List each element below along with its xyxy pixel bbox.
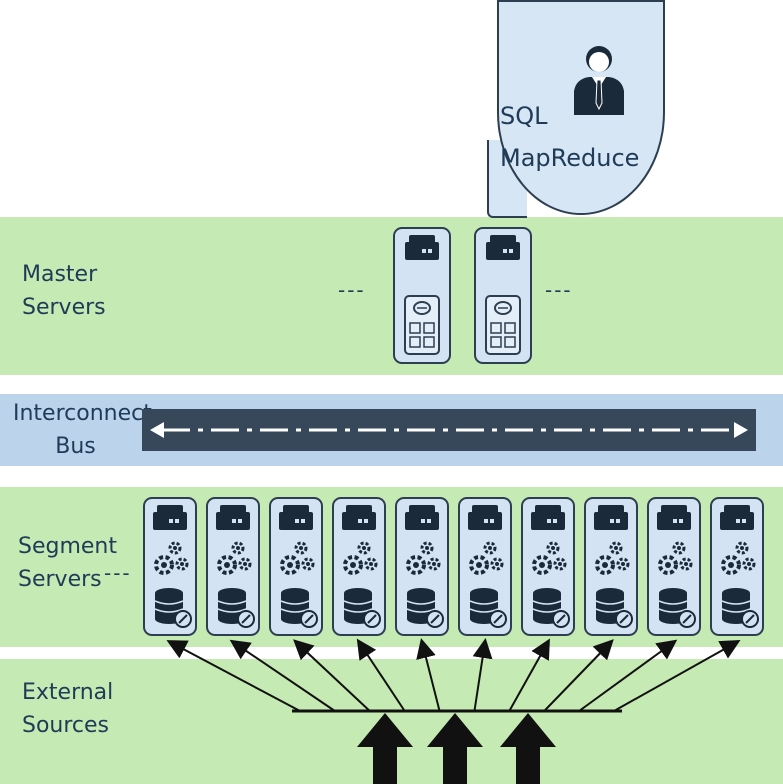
control-panel-icon [485, 295, 521, 355]
server-icon [346, 505, 372, 512]
interconnect-bus-label: Interconnect Bus [13, 397, 152, 463]
segment-server-card-5 [395, 497, 449, 636]
segment-server-card-10 [710, 497, 764, 636]
server-unit [657, 512, 691, 530]
gears-icon [658, 541, 693, 575]
segment-server-card-8 [584, 497, 638, 636]
data-flow-arrow [416, 638, 441, 712]
server-icon [157, 505, 183, 512]
segment-label-line2: Servers [18, 567, 102, 592]
server-icon [220, 505, 246, 512]
server-icon [661, 505, 687, 512]
segment-server-card-4 [332, 497, 386, 636]
database-icon [406, 588, 444, 628]
segment-server-card-2 [206, 497, 260, 636]
gears-icon [217, 541, 252, 575]
master-label-line2: Servers [22, 295, 106, 320]
database-icon [217, 588, 255, 628]
input-arrow-icon [427, 713, 483, 784]
server-unit [594, 512, 628, 530]
bus-label-line2: Bus [55, 434, 96, 459]
server-unit [216, 512, 250, 530]
segment-label-line1: Segment [18, 534, 117, 559]
server-unit [279, 512, 313, 530]
external-sources-label: External Sources [22, 676, 113, 742]
gears-icon [469, 541, 504, 575]
server-unit [342, 512, 376, 530]
gears-icon [154, 541, 189, 575]
server-icon [724, 505, 750, 512]
gears-icon [532, 541, 567, 575]
database-icon [154, 588, 192, 628]
gears-icon [721, 541, 756, 575]
segment-servers-label: Segment Servers [18, 530, 117, 596]
data-flow-arrow [508, 638, 550, 712]
server-icon [598, 505, 624, 512]
gears-icon [280, 541, 315, 575]
bus-label-line1: Interconnect [13, 401, 152, 426]
data-flow-arrow [578, 639, 678, 712]
control-panel-icon [404, 295, 440, 355]
database-icon [469, 588, 507, 628]
master-label-line1: Master [22, 262, 98, 287]
external-label-line2: Sources [22, 713, 110, 738]
gears-icon [406, 541, 441, 575]
segment-server-card-6 [458, 497, 512, 636]
data-flow-arrow [229, 639, 336, 712]
server-icon [409, 505, 435, 512]
data-flow-arrow [472, 638, 493, 712]
database-icon [721, 588, 759, 628]
segment-server-card-1 [143, 497, 197, 636]
database-icon [280, 588, 318, 628]
bidirectional-arrow-icon [150, 422, 748, 438]
gears-icon [343, 541, 378, 575]
server-unit [405, 512, 439, 530]
server-icon [535, 505, 561, 512]
database-icon [595, 588, 633, 628]
master-servers-band [0, 217, 783, 375]
database-icon [658, 588, 696, 628]
server-icon [283, 505, 309, 512]
data-flow-arrow [166, 640, 301, 712]
bubble-line-mapreduce: MapReduce [500, 144, 640, 172]
input-arrow-icon [357, 713, 413, 784]
data-flow-arrow [356, 638, 406, 712]
user-icon [574, 46, 624, 115]
data-flow-arrow [613, 640, 741, 712]
server-unit [153, 512, 187, 530]
database-icon [343, 588, 381, 628]
server-unit [531, 512, 565, 530]
gears-icon [595, 541, 630, 575]
bubble-text: SQL MapReduce [500, 95, 639, 179]
master-servers-label: Master Servers [22, 258, 106, 324]
database-icon [532, 588, 570, 628]
segment-server-card-7 [521, 497, 575, 636]
segment-dashes-left: --- [104, 561, 132, 585]
data-flow-arrow [543, 639, 614, 712]
external-label-line1: External [22, 680, 114, 705]
server-unit [468, 512, 502, 530]
master-server-card-2 [474, 227, 532, 364]
bubble-line-sql: SQL [500, 102, 548, 130]
master-server-card-1 [393, 227, 451, 364]
server-unit [720, 512, 754, 530]
data-flow-arrow [293, 639, 371, 712]
segment-server-card-3 [269, 497, 323, 636]
master-dashes-left: --- [338, 278, 366, 302]
input-arrow-icon [500, 713, 556, 784]
segment-server-card-9 [647, 497, 701, 636]
server-icon [472, 505, 498, 512]
master-dashes-right: --- [545, 278, 573, 302]
